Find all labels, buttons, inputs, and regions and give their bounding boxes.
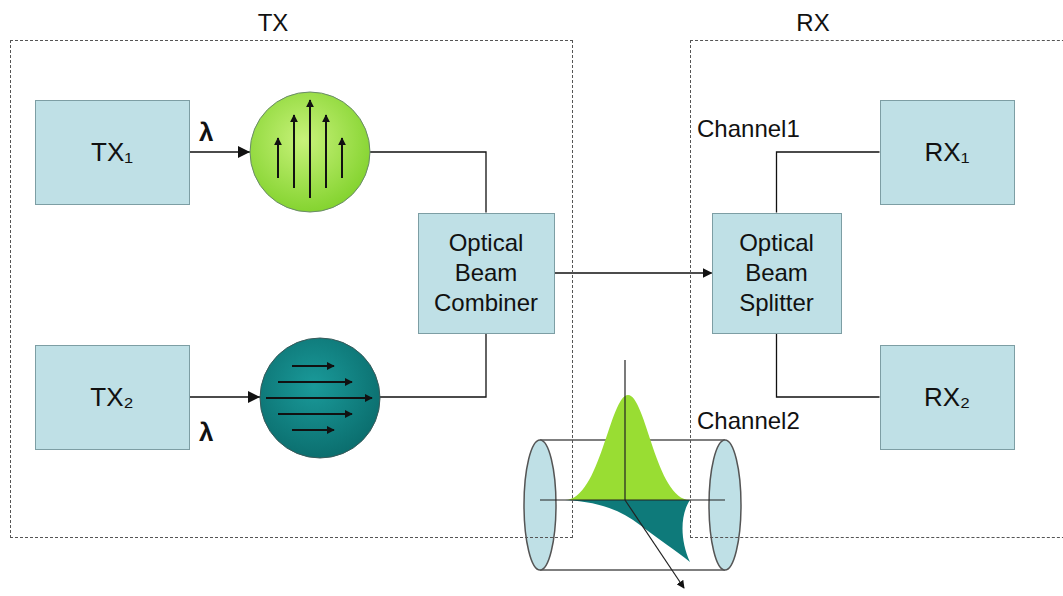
channel-label: Channel1 <box>697 116 800 142</box>
connector-line <box>777 152 880 213</box>
receiver-box: RX₁ <box>880 100 1015 205</box>
transmitter-box: TX₂ <box>35 345 190 450</box>
box-label: Optical Beam Combiner <box>425 228 548 318</box>
connector-line <box>555 272 712 273</box>
horizontal-polarization-circle <box>260 338 380 458</box>
box-label: TX₂ <box>90 381 133 414</box>
box-label: TX₁ <box>91 136 133 169</box>
region-title: TX <box>258 9 289 37</box>
channel-label: Channel2 <box>697 408 800 434</box>
beam-combiner-box: Optical Beam Combiner <box>418 213 555 334</box>
tx-region: TXTX₁TX₂Optical Beam Combiner <box>10 40 573 538</box>
box-label: RX₁ <box>925 136 970 169</box>
signal-connector <box>777 334 880 398</box>
rx-region: RXOptical Beam SplitterRX₁RX₂ <box>690 40 1063 538</box>
connector-line <box>777 334 880 398</box>
vertical-polarization-circle <box>250 92 370 212</box>
beam-splitter-box: Optical Beam Splitter <box>712 213 842 334</box>
region-title: RX <box>796 9 829 37</box>
arrow-head <box>238 146 250 158</box>
signal-connector <box>555 273 712 274</box>
arrow-head <box>248 391 260 403</box>
receiver-box: RX₂ <box>880 345 1015 450</box>
transmitter-box: TX₁ <box>35 100 190 205</box>
wavelength-label: λ <box>199 418 213 447</box>
box-label: RX₂ <box>924 381 970 414</box>
signal-connector <box>777 152 880 213</box>
box-label: Optical Beam Splitter <box>719 228 835 318</box>
fiber-illustration <box>524 360 741 588</box>
wavelength-label: λ <box>199 118 213 147</box>
